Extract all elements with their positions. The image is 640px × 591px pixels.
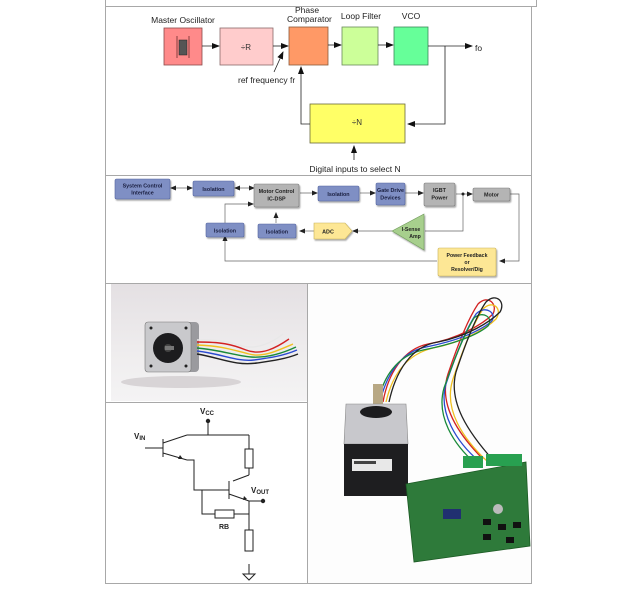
motor-control-block-diagram: System Control Interface Isolation Motor…	[114, 178, 520, 277]
q1-collector	[162, 434, 188, 444]
link-feedback-isolation	[222, 235, 437, 262]
svg-text:Isolation: Isolation	[214, 229, 236, 235]
rb-label: RB	[219, 524, 229, 531]
output-frequency-label: fo	[475, 43, 482, 53]
isolation-block-4: Isolation	[257, 223, 297, 239]
phase-comparator-block	[288, 26, 329, 66]
master-oscillator-label: Master Oscillator	[151, 15, 215, 25]
svg-text:Isolation: Isolation	[327, 192, 349, 198]
driver-circuit-board	[405, 454, 531, 563]
link-isolation-dsp-lower	[224, 201, 254, 225]
ref-frequency-label: ref frequency fr	[238, 75, 295, 85]
pll-block-diagram: Master Oscillator ÷R Phase Comparator Lo…	[151, 5, 482, 174]
vco-block	[393, 26, 429, 66]
emitter-resistor	[244, 529, 254, 552]
arrow-ref-frequency	[273, 51, 284, 73]
divide-n-label: ÷N	[352, 118, 362, 127]
collector-resistor	[244, 448, 254, 469]
svg-text:Isolation: Isolation	[266, 230, 288, 236]
link-motor-feedback	[499, 193, 520, 264]
svg-text:Power Feedback: Power Feedback	[447, 253, 488, 259]
q1-emitter-arrow	[178, 455, 183, 459]
i-sense-amp-block: I-Sense Amp	[391, 213, 425, 251]
igbt-power-block: IGBT Power	[423, 182, 456, 207]
system-control-interface-block: System Control Interface	[114, 178, 171, 200]
link-igbt-amp	[425, 194, 464, 232]
vin-label: VIN	[134, 432, 145, 442]
svg-text:ADC: ADC	[322, 230, 334, 236]
ground-icon	[241, 573, 257, 581]
loop-filter-block	[341, 26, 379, 66]
svg-text:Interface: Interface	[131, 191, 153, 197]
svg-text:Power: Power	[431, 196, 448, 202]
circuit-diagram-panel	[105, 402, 308, 584]
divide-r-block	[219, 27, 274, 66]
svg-text:Motor Control: Motor Control	[259, 189, 295, 195]
motor-with-driver-board-photo	[308, 284, 531, 583]
phase-comparator-label-line2: Comparator	[287, 14, 332, 24]
motor-shadow	[121, 376, 241, 388]
vcc-label: VCC	[200, 407, 215, 417]
darlington-circuit-diagram: VCC VIN VOUT RB	[134, 407, 269, 581]
digital-inputs-label: Digital inputs to select N	[309, 164, 400, 174]
rb-resistor	[214, 509, 235, 519]
isolation-block-3: Isolation	[205, 222, 245, 238]
svg-text:Gate Drive: Gate Drive	[377, 188, 404, 194]
q2-emitter	[228, 493, 250, 502]
svg-text:System Control: System Control	[123, 184, 163, 190]
feedback-line-to-n	[407, 46, 446, 127]
svg-text:Motor: Motor	[484, 193, 500, 199]
svg-text:Amp: Amp	[409, 234, 421, 240]
stepper-motor-photo	[111, 284, 307, 401]
divide-r-label: ÷R	[241, 43, 251, 52]
loop-filter-label: Loop Filter	[341, 11, 381, 21]
rb-left-wire	[201, 490, 215, 515]
motor-block: Motor	[472, 187, 511, 202]
divide-n-block	[309, 103, 406, 144]
phase-comparator-label-line1: Phase	[295, 5, 319, 15]
q2-collector	[232, 474, 250, 482]
crystal-icon	[178, 39, 188, 56]
svg-text:IGBT: IGBT	[433, 188, 447, 194]
driver-wires	[377, 297, 503, 465]
power-feedback-block: Power Feedback or Resolver/Dig	[437, 247, 497, 277]
svg-text:Devices: Devices	[380, 196, 400, 202]
svg-text:IC-DSP: IC-DSP	[267, 197, 286, 203]
stepper-motor-upright	[343, 384, 409, 496]
q1-to-q2-base-wire	[187, 459, 229, 491]
gate-drive-devices-block: Gate Drive Devices	[375, 182, 406, 206]
vcc-terminal	[205, 418, 211, 424]
svg-text:or: or	[464, 260, 469, 266]
feedback-line-to-comparator	[298, 66, 310, 125]
vout-terminal	[260, 498, 266, 504]
vout-label: VOUT	[251, 486, 269, 496]
motor-control-dsp-block: Motor Control IC-DSP	[253, 183, 300, 208]
isolation-block-2: Isolation	[317, 185, 360, 202]
adc-block: ADC	[313, 222, 353, 240]
svg-text:I-Sense: I-Sense	[402, 227, 421, 233]
motor-wires	[196, 333, 299, 365]
vco-label: VCO	[402, 11, 421, 21]
svg-text:Isolation: Isolation	[202, 187, 224, 193]
junction-dot	[461, 192, 465, 196]
svg-text:Resolver/Dig: Resolver/Dig	[451, 267, 483, 273]
q2-emitter-arrow	[243, 496, 247, 500]
q1-emitter	[162, 452, 188, 461]
stepper-motor-body	[144, 321, 199, 373]
isolation-block-1: Isolation	[192, 180, 235, 197]
